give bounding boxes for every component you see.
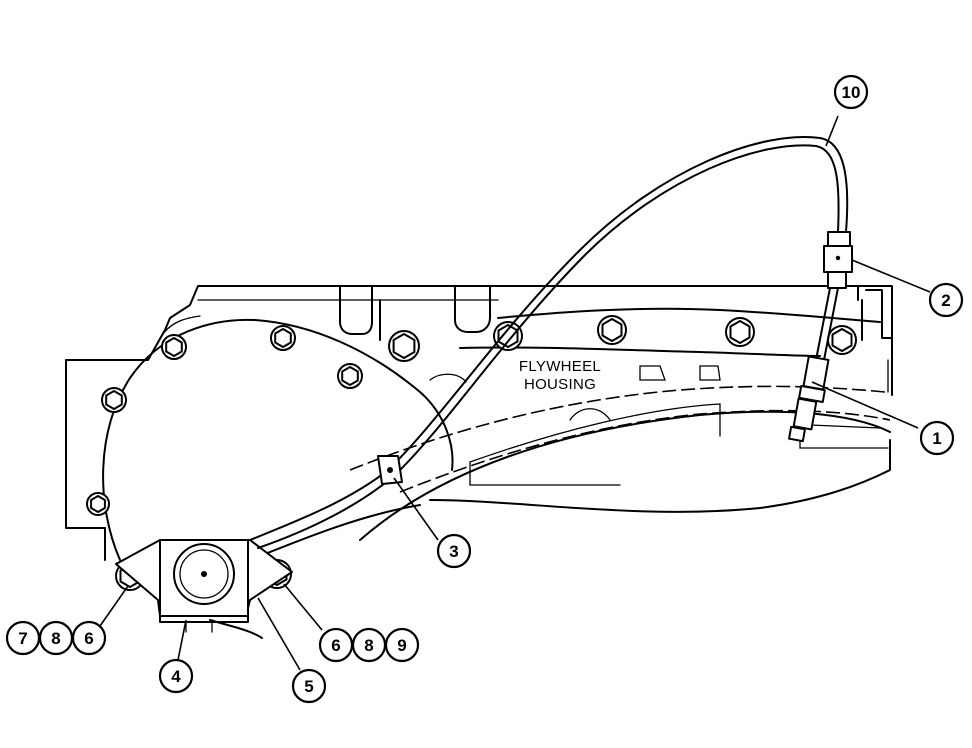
callout-group-left: 7 8 6 (5, 620, 107, 656)
callout-3-text: 3 (449, 542, 458, 561)
callout-group-right: 6 8 9 (318, 627, 420, 663)
callout-group-left-item-3: 6 (84, 629, 93, 648)
label-line-1: FLYWHEEL (519, 358, 601, 375)
callout-1-text: 1 (932, 429, 941, 448)
hex-bolt (341, 366, 359, 386)
hex-bolt (90, 495, 106, 513)
callout-group-left-item-2: 8 (51, 629, 60, 648)
hex-bolt (601, 318, 623, 342)
callout-5: 5 (291, 668, 327, 704)
hex-bolt (274, 328, 292, 348)
callout-3: 3 (436, 533, 472, 569)
sensor-cable (249, 136, 853, 549)
callout-4-text: 4 (171, 667, 181, 686)
label-line-2: HOUSING (524, 376, 596, 393)
callout-10: 10 (833, 74, 869, 110)
hex-bolt (729, 320, 751, 344)
callout-1: 1 (919, 420, 955, 456)
callout-group-right-item-3: 9 (397, 636, 406, 655)
callout-4: 4 (158, 658, 194, 694)
callout-5-text: 5 (304, 677, 313, 696)
hex-bolt (831, 328, 853, 352)
hex-bolt (105, 390, 123, 410)
callout-group-left-item-1: 7 (18, 629, 27, 648)
callout-2: 2 (928, 282, 964, 318)
leader-lines (99, 115, 931, 671)
flywheel-housing-label: FLYWHEEL HOUSING (519, 358, 601, 393)
callout-group-right-item-1: 6 (331, 636, 340, 655)
callout-10-text: 10 (842, 83, 861, 102)
hex-bolt (392, 333, 416, 359)
callout-group-right-item-2: 8 (364, 636, 373, 655)
hex-bolt (165, 337, 183, 357)
callout-2-text: 2 (941, 291, 950, 310)
sensor-bracket (115, 539, 293, 633)
